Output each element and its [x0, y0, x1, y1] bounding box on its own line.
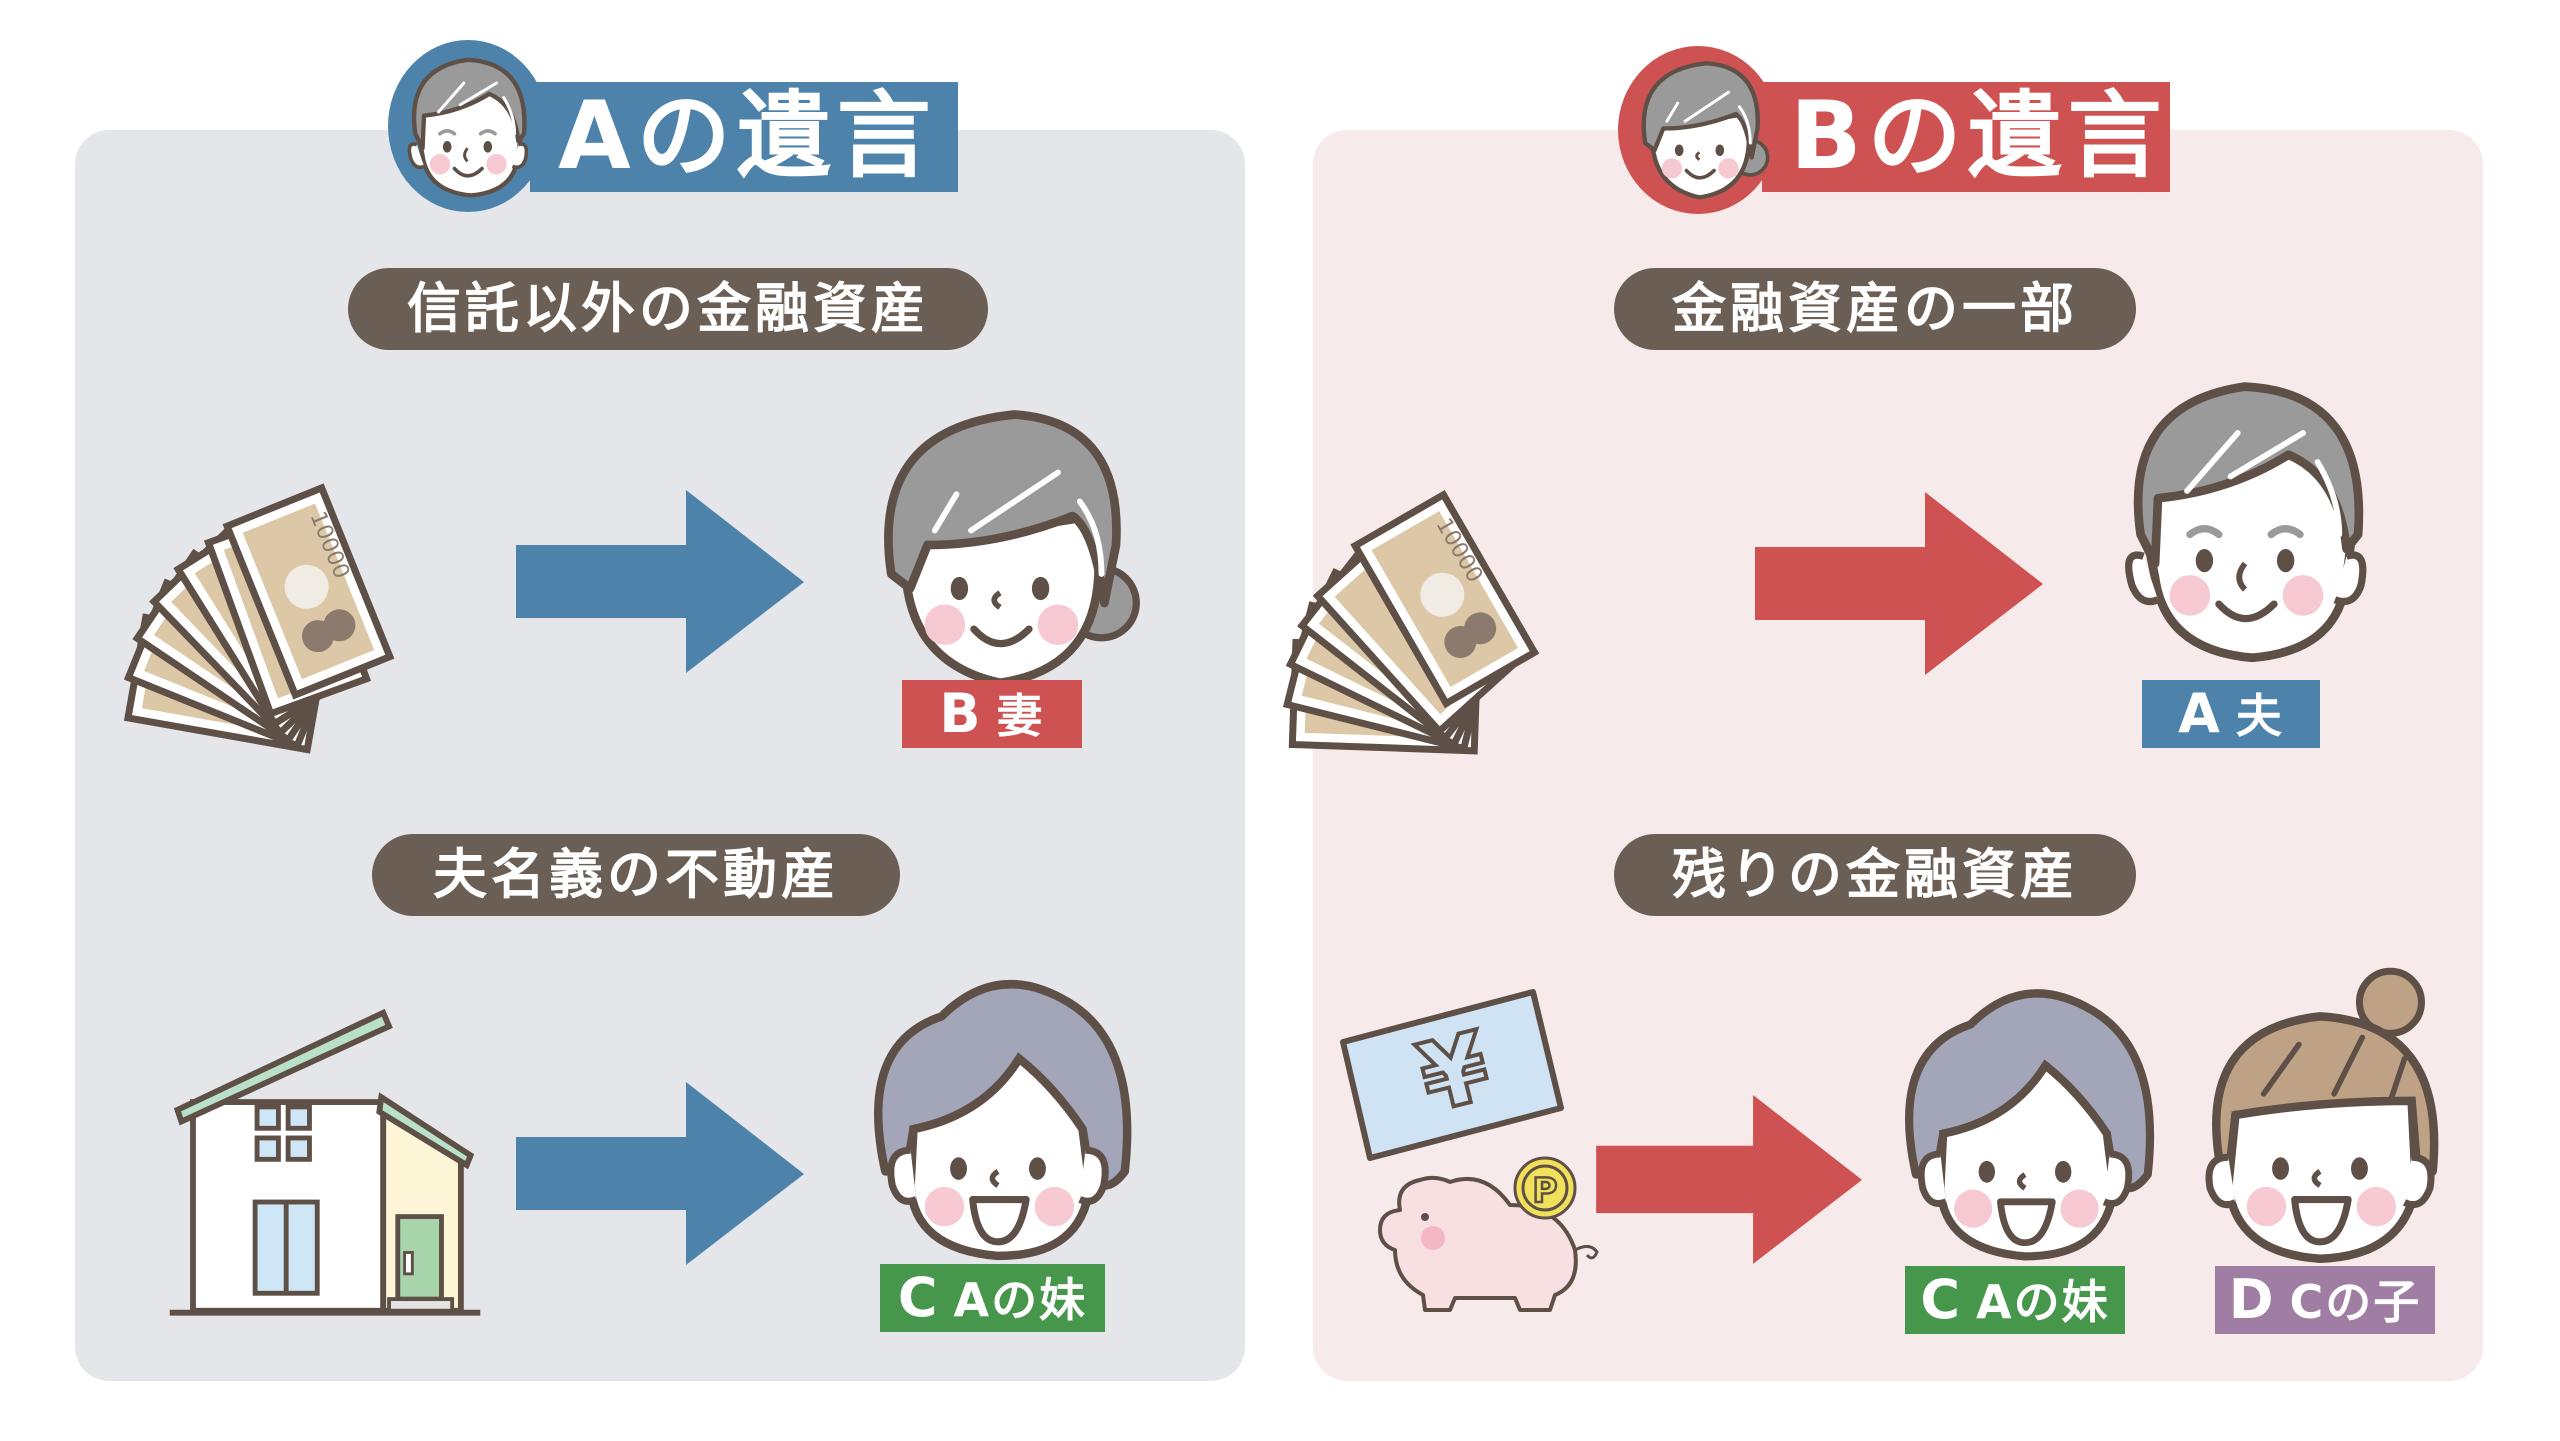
recipient-relation: Cの子	[2289, 1275, 2422, 1329]
recipient-letter: D	[2228, 1268, 2276, 1331]
panel-b-title: Bの遺言	[1612, 34, 2192, 214]
section-label-non-trust-financial-assets: 信託以外の金融資産	[348, 268, 988, 350]
recipient-relation: 夫	[2235, 689, 2284, 743]
girl-brown-hair-face-icon	[2170, 960, 2470, 1270]
elderly-woman-face-icon	[855, 385, 1145, 705]
recipient-letter: A	[2178, 682, 2222, 745]
recipient-relation: Aの妹	[1976, 1275, 2110, 1329]
recipient-letter: B	[939, 682, 983, 745]
panel-a-title-text: Aの遺言	[530, 82, 958, 192]
woman-purple-hair-face-icon	[1875, 970, 2175, 1270]
recipient-relation: 妻	[996, 689, 1045, 743]
panel-b-title-text: Bの遺言	[1762, 82, 2170, 192]
yen-bill-icon: ¥	[1340, 989, 1564, 1161]
recipient-letter: C	[897, 1266, 940, 1329]
coin-icon: P	[1513, 1156, 1577, 1220]
section-label-part-of-financial-assets: 金融資産の一部	[1614, 268, 2136, 350]
panel-a-title: Aの遺言	[380, 34, 960, 214]
arrow-right-icon	[1596, 1095, 1862, 1264]
recipient-letter: C	[1920, 1268, 1963, 1331]
yen-bill-piggybank-icon: ¥ P	[1340, 989, 1599, 1312]
house-icon	[169, 1008, 481, 1316]
svg-text:P: P	[1533, 1171, 1558, 1211]
section-label-husband-real-estate: 夫名義の不動産	[372, 834, 900, 916]
recipient-relation: Aの妹	[953, 1273, 1088, 1327]
elderly-man-face-icon	[2100, 360, 2390, 680]
arrow-right-icon	[516, 490, 804, 673]
arrow-right-icon	[1755, 492, 2043, 675]
arrow-right-icon	[516, 1082, 804, 1265]
woman-purple-hair-face-icon	[838, 960, 1158, 1270]
elderly-woman-avatar-icon	[1618, 46, 1778, 214]
elderly-man-avatar-icon	[388, 40, 548, 212]
banknotes-fan-icon: 10000	[1370, 420, 1710, 720]
section-label-remaining-financial-assets: 残りの金融資産	[1614, 834, 2136, 916]
banknotes-fan-icon: 10000	[150, 420, 490, 720]
